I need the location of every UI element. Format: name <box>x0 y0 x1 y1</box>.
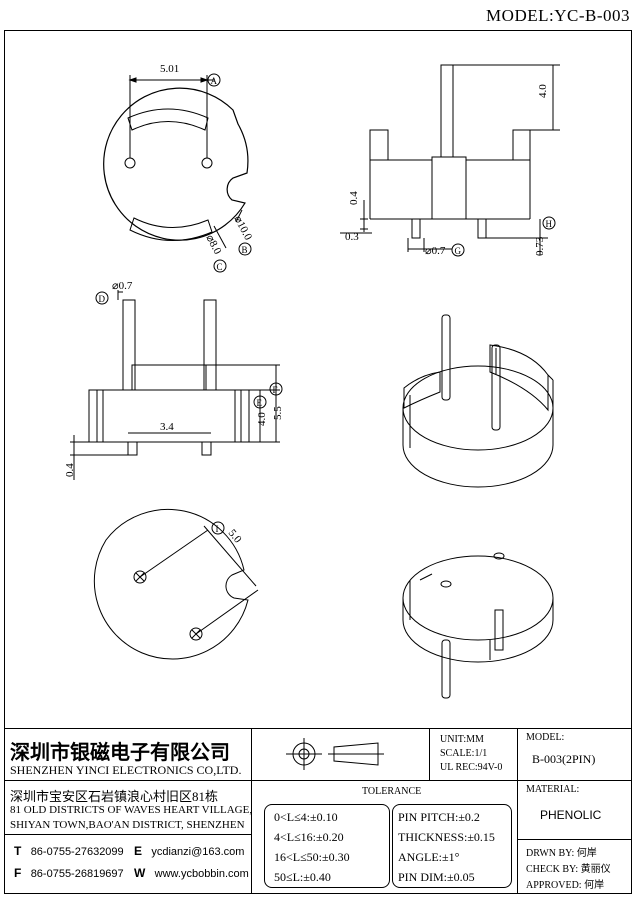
dim-pin-dia-d: ⌀0.7 <box>112 280 133 292</box>
tel-label: T <box>14 844 22 858</box>
tol-row-2: 4<L≤16:±0.20 <box>274 830 344 844</box>
approved-label: APPROVED: <box>526 880 582 891</box>
company-name-cn: 深圳市银磁电子有限公司 <box>10 742 230 764</box>
label-c: C <box>217 262 223 272</box>
pin-hole <box>201 157 213 169</box>
tol-row-4: 50≤L:±0.40 <box>274 870 331 884</box>
company-name-en: SHENZHEN YINCI ELECTRONICS CO,LTD. <box>10 763 242 777</box>
dim-pin-spacing: 5.01 <box>160 63 179 75</box>
dim-slot-width: 3.4 <box>160 421 174 433</box>
model-label: MODEL: <box>526 732 565 743</box>
tel-value: 86-0755-27632099 <box>30 846 124 858</box>
tolerance-block: TOLERANCE 0<L≤4:±0.10 4<L≤16:±0.20 16<L≤… <box>252 780 518 894</box>
dim-total-height: 5.5 <box>272 406 284 420</box>
fax-value: 86-0755-26819697 <box>30 868 124 880</box>
drawing-frame <box>4 30 632 894</box>
material-label: MATERIAL: <box>526 784 580 795</box>
tol-thickness: THICKNESS:±0.15 <box>398 830 495 844</box>
label-e: E <box>257 398 263 408</box>
tol-row-3: 16<L≤50:±0.30 <box>274 850 350 864</box>
dim-base-gap: 0.4 <box>64 463 76 477</box>
ul-rec: UL REC:94V-0 <box>440 762 503 773</box>
address-cn: 深圳市宝安区石岩镇浪心村旧区81栋 <box>10 789 219 804</box>
web-label: W <box>134 866 146 880</box>
iso-view-top <box>402 314 554 488</box>
top-view <box>103 73 252 273</box>
label-i: I <box>216 524 219 534</box>
dim-pin-dia-g: ⌀0.7 <box>425 245 446 257</box>
label-d: D <box>99 294 106 304</box>
tol-angle: ANGLE:±1° <box>398 850 460 864</box>
pin-hole <box>124 157 136 169</box>
scale: SCALE:1/1 <box>440 748 488 759</box>
dim-pin-length: 4.0 <box>537 84 549 98</box>
material-value: PHENOLIC <box>540 808 602 822</box>
dim-body-height: 4.0 <box>256 412 268 426</box>
tol-pin-dim: PIN DIM:±0.05 <box>398 870 475 884</box>
email-value[interactable]: ycdianzi@163.com <box>151 846 245 858</box>
dim-pin-bottom: 0.73 <box>534 236 546 256</box>
projection-symbol <box>252 728 430 780</box>
address-en-2: SHIYAN TOWN,BAO'AN DISTRICT, SHENZHEN <box>10 819 245 831</box>
dim-outer-dia: ⌀10.0 <box>231 214 254 243</box>
email-label: E <box>134 844 143 858</box>
material-block: MATERIAL: PHENOLIC <box>518 780 632 840</box>
address-en-1: 81 OLD DISTRICTS OF WAVES HEART VILLAGE, <box>10 804 253 816</box>
approval-block: DRWN BY: 何岸 CHECK BY: 黄丽仪 APPROVED: 何岸 <box>518 840 632 894</box>
label-g: G <box>455 246 462 256</box>
label-b: B <box>242 245 248 255</box>
model-block: MODEL: B-003(2PIN) <box>518 728 632 780</box>
dim-offset: 0.3 <box>345 231 359 243</box>
unit-info: UNIT:MM SCALE:1/1 UL REC:94V-0 <box>430 728 518 780</box>
label-f: F <box>273 385 278 395</box>
drawn-name: 何岸 <box>576 848 597 859</box>
model-title: MODEL:YC-B-003 <box>486 6 630 25</box>
web-value[interactable]: www.ycbobbin.com <box>154 868 249 880</box>
dim-base-step: 0.4 <box>348 191 360 205</box>
front-view <box>70 290 283 480</box>
bottom-view <box>93 508 259 660</box>
title-block: 深圳市银磁电子有限公司 SHENZHEN YINCI ELECTRONICS C… <box>4 728 632 894</box>
tol-row-1: 0<L≤4:±0.10 <box>274 810 338 824</box>
unit: UNIT:MM <box>440 734 484 745</box>
dim-diag-spacing: 5.0 <box>226 527 244 546</box>
label-h: H <box>546 219 553 229</box>
label-a: A <box>211 76 218 86</box>
model-value: B-003(2PIN) <box>532 752 596 766</box>
check-label: CHECK BY: <box>526 864 579 875</box>
company-block: 深圳市银磁电子有限公司 SHENZHEN YINCI ELECTRONICS C… <box>4 728 252 894</box>
iso-view-bottom <box>402 552 554 699</box>
technical-drawing: 5.01 A ⌀10.0 B ⌀8.0 C 4.0 0.4 0.3 ⌀0.7 G… <box>64 63 560 699</box>
tolerance-title: TOLERANCE <box>362 786 422 797</box>
fax-label: F <box>14 866 22 880</box>
check-name: 黄丽仪 <box>580 864 611 875</box>
dim-inner-dia: ⌀8.0 <box>203 233 223 257</box>
side-view <box>340 64 560 257</box>
drawn-label: DRWN BY: <box>526 848 575 859</box>
tol-pin-pitch: PIN PITCH:±0.2 <box>398 810 480 824</box>
approved-name: 何岸 <box>584 880 605 891</box>
